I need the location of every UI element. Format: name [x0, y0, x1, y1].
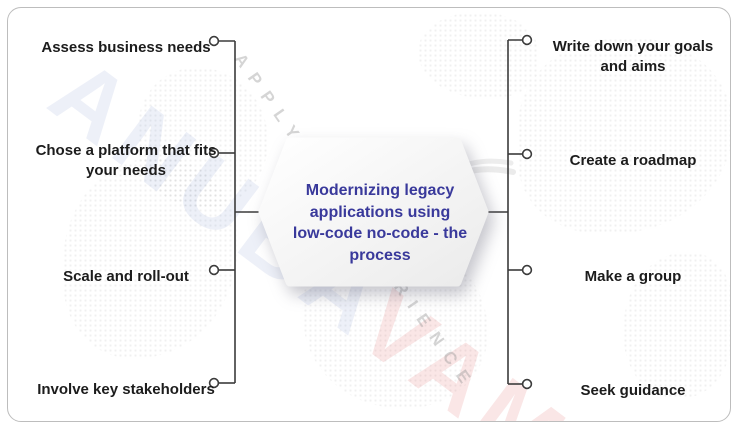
node-circle: [521, 264, 533, 276]
node-circle: [208, 377, 220, 389]
step-label-involve-key-stakeholders: Involve key stakeholders: [37, 381, 215, 398]
step-label-create-a-roadmap: Create a roadmap: [569, 152, 697, 169]
step-label-make-a-group: Make a group: [584, 268, 682, 285]
node-circle: [208, 264, 220, 276]
step-label-seek-guidance: Seek guidance: [580, 382, 686, 399]
right-branch-lines: [484, 39, 522, 385]
node-circle: [521, 378, 533, 390]
center-title-line-2: applications using: [309, 203, 451, 221]
left-node-circles: [208, 35, 220, 389]
node-circle: [521, 34, 533, 46]
map-dots-texture: [138, 68, 268, 208]
center-title-line-4: process: [349, 246, 411, 264]
node-circle: [208, 147, 220, 159]
connector-wires: [208, 34, 533, 390]
center-title-line-1: Modernizing legacy: [305, 182, 455, 199]
center-hexagon: [258, 137, 489, 287]
node-circle: [521, 148, 533, 160]
center-title: Modernizing legacy applications using lo…: [280, 180, 480, 266]
map-dots-texture: [623, 253, 730, 398]
step-label-chose-a-platform: Chose a platform that fits your needs: [35, 142, 217, 179]
step-label-scale-and-roll-out: Scale and roll-out: [63, 268, 189, 285]
center-title-line-3: low-code no-code - the: [292, 225, 468, 242]
step-label-assess-business-needs: Assess business needs: [41, 39, 211, 56]
diagram-frame: ANUBAVAM APPLYING EXPERIENCE: [7, 7, 731, 422]
map-dots-texture: [518, 38, 730, 233]
right-node-circles: [521, 34, 533, 390]
step-label-write-down-goals: Write down your goals and aims: [552, 38, 714, 75]
map-dots-texture: [418, 13, 538, 98]
left-branch-lines: [219, 40, 263, 384]
node-circle: [208, 35, 220, 47]
